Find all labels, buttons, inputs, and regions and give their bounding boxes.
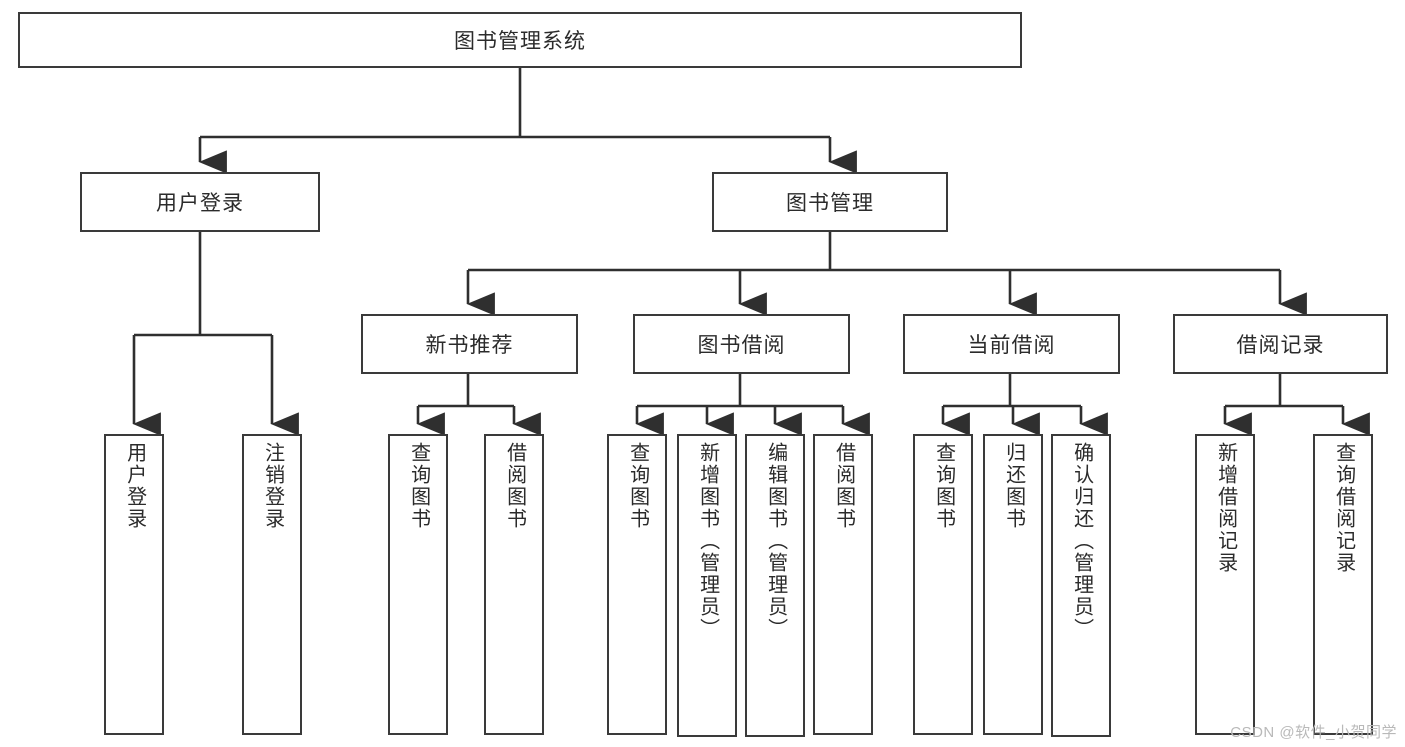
node-book-borrow[interactable]: 图书借阅	[633, 314, 850, 374]
node-leaf-label: 查询借阅记录	[1332, 442, 1355, 574]
node-leaf-borrow-book-b[interactable]: 借阅图书	[813, 434, 873, 735]
node-leaf-return-book[interactable]: 归还图书	[983, 434, 1043, 735]
node-leaf-label: 用户登录	[123, 442, 146, 530]
node-leaf-add-borrow-record[interactable]: 新增借阅记录	[1195, 434, 1255, 735]
node-root-label: 图书管理系统	[454, 30, 586, 53]
node-book-borrow-label: 图书借阅	[697, 334, 786, 357]
node-leaf-label: 查询图书	[626, 442, 649, 530]
node-leaf-query-borrow-record[interactable]: 查询借阅记录	[1313, 434, 1373, 735]
node-leaf-query-book-b[interactable]: 查询图书	[607, 434, 667, 735]
node-root-system[interactable]: 图书管理系统	[18, 12, 1022, 68]
node-leaf-confirm-return-admin[interactable]: 确认归还（管理员）	[1051, 434, 1111, 737]
node-leaf-label: 新增借阅记录	[1214, 442, 1237, 574]
node-leaf-label: 确认归还（管理员）	[1070, 442, 1093, 640]
node-leaf-logout-login[interactable]: 注销登录	[242, 434, 302, 735]
node-leaf-label: 查询图书	[407, 442, 430, 530]
node-new-book-recommend[interactable]: 新书推荐	[361, 314, 578, 374]
node-new-book-recommend-label: 新书推荐	[425, 334, 514, 357]
node-borrow-record[interactable]: 借阅记录	[1173, 314, 1388, 374]
node-leaf-label: 注销登录	[261, 442, 284, 530]
node-leaf-add-book-admin[interactable]: 新增图书（管理员）	[677, 434, 737, 737]
node-user-login-label: 用户登录	[156, 192, 244, 215]
node-leaf-label: 归还图书	[1002, 442, 1025, 530]
node-leaf-label: 编辑图书（管理员）	[764, 442, 787, 640]
node-leaf-borrow-book-a[interactable]: 借阅图书	[484, 434, 544, 735]
node-leaf-edit-book-admin[interactable]: 编辑图书（管理员）	[745, 434, 805, 737]
node-borrow-record-label: 借阅记录	[1236, 334, 1325, 357]
node-leaf-query-book-c[interactable]: 查询图书	[913, 434, 973, 735]
node-leaf-label: 借阅图书	[832, 442, 855, 530]
node-book-management-label: 图书管理	[786, 192, 874, 215]
node-user-login[interactable]: 用户登录	[80, 172, 320, 232]
node-current-borrow[interactable]: 当前借阅	[903, 314, 1120, 374]
node-leaf-user-login[interactable]: 用户登录	[104, 434, 164, 735]
node-book-management[interactable]: 图书管理	[712, 172, 948, 232]
node-leaf-query-book-a[interactable]: 查询图书	[388, 434, 448, 735]
node-leaf-label: 查询图书	[932, 442, 955, 530]
node-leaf-label: 新增图书（管理员）	[696, 442, 719, 640]
node-leaf-label: 借阅图书	[503, 442, 526, 530]
csdn-watermark: CSDN @软件_小贺同学	[1230, 724, 1397, 741]
node-current-borrow-label: 当前借阅	[967, 334, 1056, 357]
